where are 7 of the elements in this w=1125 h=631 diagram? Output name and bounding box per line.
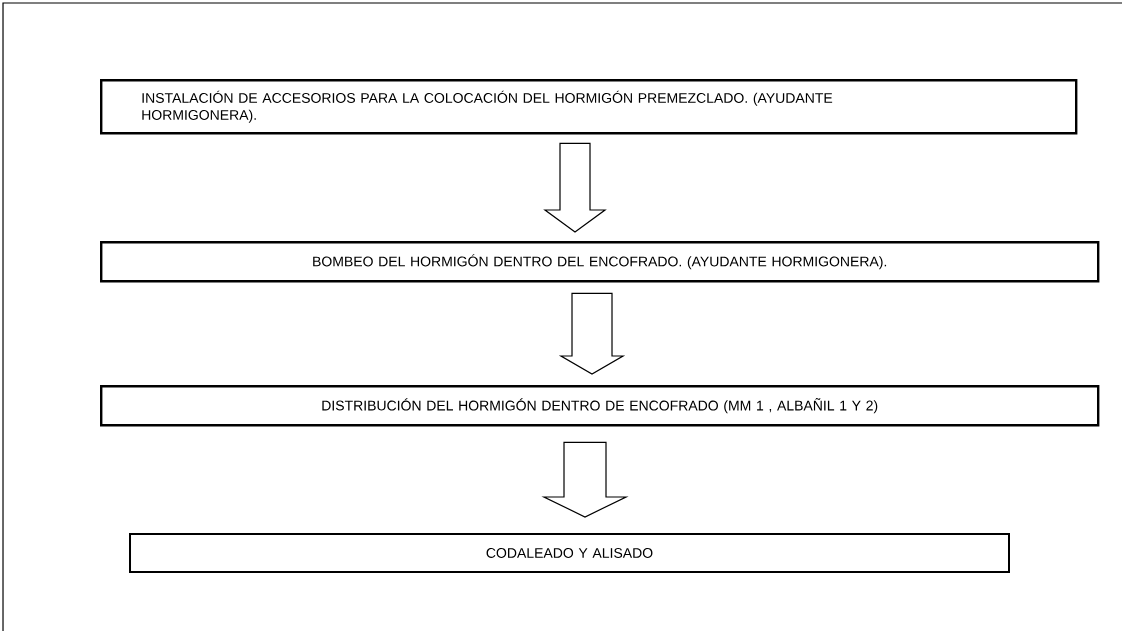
process-box: CODALEADO Y ALISADO (129, 533, 1010, 573)
process-box: BOMBEO DEL HORMIGÓN DENTRO DEL ENCOFRADO. (AYUDANTE HORMIGONERA). (100, 241, 1100, 283)
process-box: INSTALACIÓN DE ACCESORIOS PARA LA COLOCACIÓN DEL HORMIGÓN PREMEZCLADO. (AYUDANTE HORMIGONERA). (100, 79, 1078, 135)
block-arrow (558, 292, 626, 375)
process-box: DISTRIBUCIÓN DEL HORMIGÓN DENTRO DE ENCOFRADO (MM 1 , ALBAÑIL 1 Y 2) (100, 385, 1100, 427)
block-arrow (541, 441, 629, 518)
block-arrow (543, 142, 607, 233)
